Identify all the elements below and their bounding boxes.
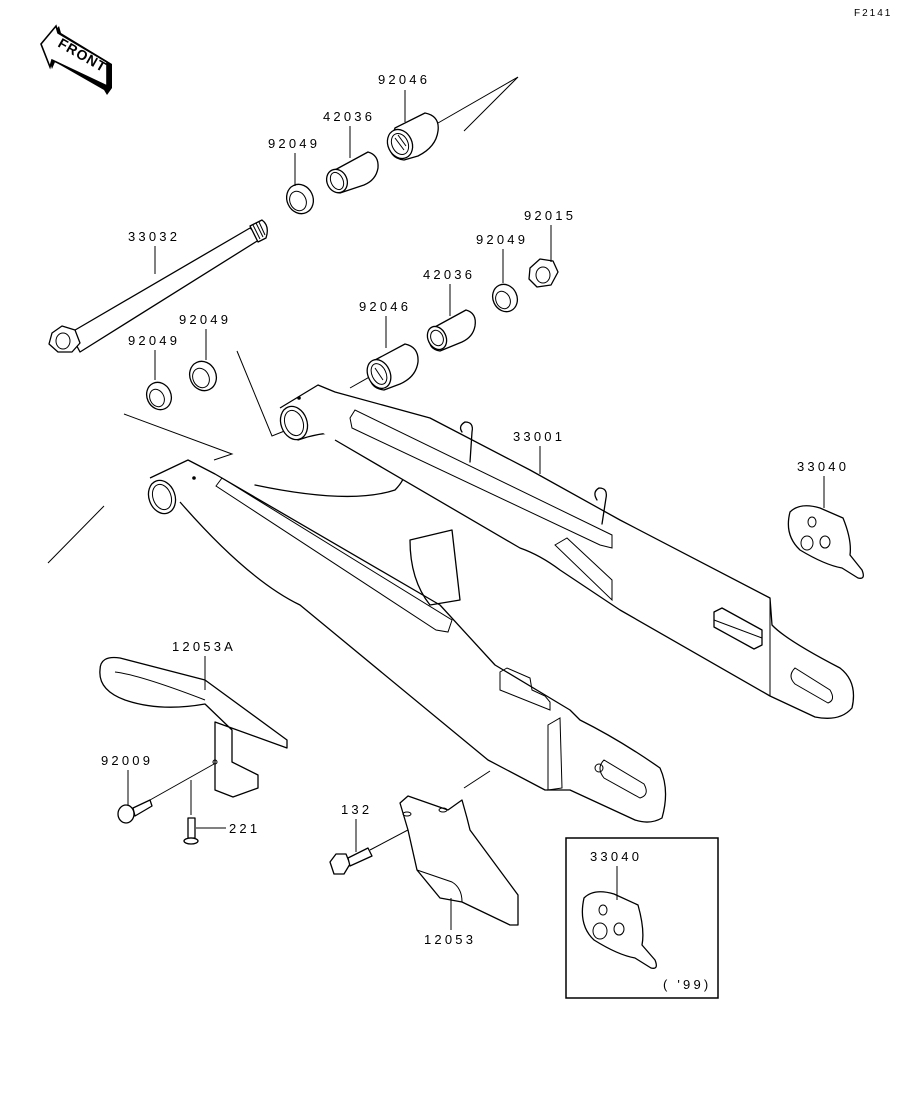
label-92046-right: 92046 (359, 299, 411, 314)
part-33032-pivot-shaft[interactable] (48, 219, 268, 353)
label-33040-1999: 33040 (590, 849, 642, 864)
label-132: 132 (341, 802, 372, 817)
label-92049-left-inner: 92049 (179, 312, 231, 327)
part-12053A-chain-slider[interactable] (99, 656, 288, 798)
part-92049-upper[interactable] (282, 180, 318, 218)
inset-box-1999 (565, 837, 719, 999)
part-33040-chain-adjuster[interactable] (787, 505, 864, 579)
label-12053: 12053 (424, 932, 476, 947)
part-92046-right[interactable] (363, 343, 419, 392)
part-33040-chain-adjuster-1999[interactable] (581, 891, 657, 969)
part-92049-left-outer[interactable] (142, 378, 176, 414)
part-42036-right[interactable] (424, 309, 476, 353)
part-92015-nut[interactable] (528, 258, 559, 288)
label-12053A: 12053A (172, 639, 236, 654)
assembly-leader-lines (47, 76, 519, 789)
front-arrow-icon: FRONT (40, 24, 112, 95)
part-221-screw[interactable] (183, 780, 199, 845)
part-92049-right[interactable] (488, 280, 522, 316)
label-92049-right: 92049 (476, 232, 528, 247)
part-42036-upper[interactable] (323, 151, 379, 196)
label-92009: 92009 (101, 753, 153, 768)
figure-code: F2141 (854, 8, 892, 19)
label-92015: 92015 (524, 208, 576, 223)
part-92009-screw[interactable] (117, 763, 215, 824)
label-33040: 33040 (797, 459, 849, 474)
label-33032: 33032 (128, 229, 180, 244)
label-leaders (127, 90, 825, 930)
label-92049-upper: 92049 (268, 136, 320, 151)
part-12053-chain-guide[interactable] (399, 795, 519, 926)
part-92046-upper[interactable] (383, 112, 439, 163)
label-42036-right: 42036 (423, 267, 475, 282)
label-92049-left-outer: 92049 (128, 333, 180, 348)
part-33001-swingarm[interactable] (144, 384, 855, 823)
label-92046-upper: 92046 (378, 72, 430, 87)
inset-year-note: ( '99) (663, 977, 711, 992)
label-33001: 33001 (513, 429, 565, 444)
label-221: 221 (229, 821, 260, 836)
part-92049-left-inner[interactable] (185, 357, 221, 395)
label-42036-upper: 42036 (323, 109, 375, 124)
